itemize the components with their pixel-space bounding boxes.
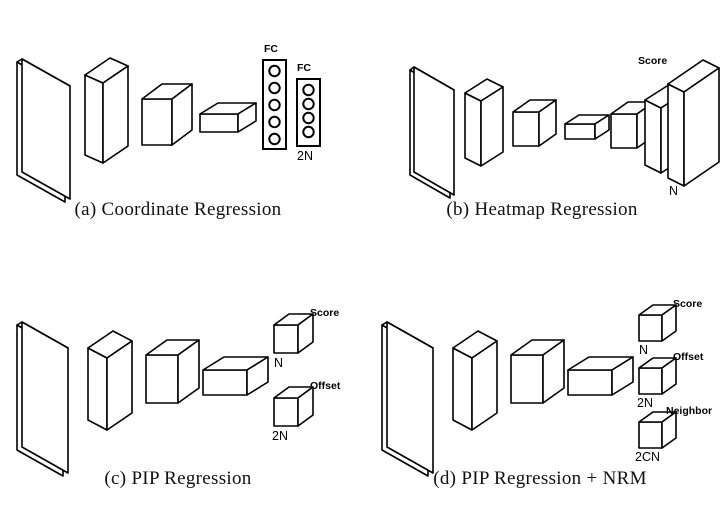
panel-c-input-image-plate <box>16 321 69 477</box>
heatmap-output-tag: Score <box>638 55 667 67</box>
panel-a-fc-layer-2: FC 2N <box>296 62 321 163</box>
score-output-tag: Score <box>310 307 339 319</box>
panel-d-caption: (d) PIP Regression + NRM <box>433 468 647 489</box>
panel-d-input-image-plate <box>381 321 434 477</box>
score-output-dim: N <box>639 343 648 357</box>
panel-d-conv-block-1 <box>452 330 498 431</box>
fc-layer-2-dim: 2N <box>297 149 313 163</box>
panel-b-conv-block-3 <box>564 114 610 140</box>
panel-b-conv-block-1 <box>464 78 504 167</box>
panel-d-conv-block-3 <box>567 356 634 396</box>
fc-layer-2-tag: FC <box>297 62 311 74</box>
panel-d-conv-block-2 <box>510 339 565 404</box>
panel-c-caption: (c) PIP Regression <box>104 468 251 489</box>
offset-output-tag: Offset <box>310 380 341 392</box>
panel-a-conv-block-3 <box>199 102 257 133</box>
panel-d-offset-output: Offset 2N <box>637 351 704 410</box>
panel-d: Score N Offset 2N Neighbor 2CN (d) PIP R… <box>381 298 712 489</box>
panel-b-heatmap-output: Score N <box>638 55 720 198</box>
panel-b: Score N (b) Heatmap Regression <box>409 55 720 220</box>
neighbor-output-tag: Neighbor <box>666 405 712 417</box>
panel-d-score-output: Score N <box>638 298 702 357</box>
panel-c-conv-block-3 <box>202 356 269 396</box>
offset-output-dim: 2N <box>272 429 288 443</box>
offset-output-tag: Offset <box>673 351 704 363</box>
panel-d-neighbor-output: Neighbor 2CN <box>635 405 712 464</box>
panel-a: FC FC 2N (a) Coordinate Regression <box>16 43 321 220</box>
score-output-dim: N <box>274 356 283 370</box>
panel-c-score-output: Score N <box>273 307 339 370</box>
panel-a-input-image-plate <box>16 58 71 203</box>
offset-output-dim: 2N <box>637 396 653 410</box>
panel-b-conv-block-2 <box>512 99 557 147</box>
fc-layer-1-tag: FC <box>264 43 278 55</box>
panel-c: Score N Offset 2N (c) PIP Regression <box>16 307 341 489</box>
panel-c-conv-block-2 <box>145 339 200 404</box>
panel-c-offset-output: Offset 2N <box>272 380 341 443</box>
neighbor-output-dim: 2CN <box>635 450 660 464</box>
panel-a-fc-layer-1: FC <box>262 43 287 150</box>
score-output-tag: Score <box>673 298 702 310</box>
panel-a-caption: (a) Coordinate Regression <box>75 199 282 220</box>
panel-a-conv-block-1 <box>84 57 129 164</box>
panel-a-conv-block-2 <box>141 83 193 146</box>
heatmap-output-dim: N <box>669 184 678 198</box>
panel-b-input-image-plate <box>409 66 455 199</box>
panel-c-conv-block-1 <box>87 330 133 431</box>
panel-b-caption: (b) Heatmap Regression <box>446 199 637 220</box>
